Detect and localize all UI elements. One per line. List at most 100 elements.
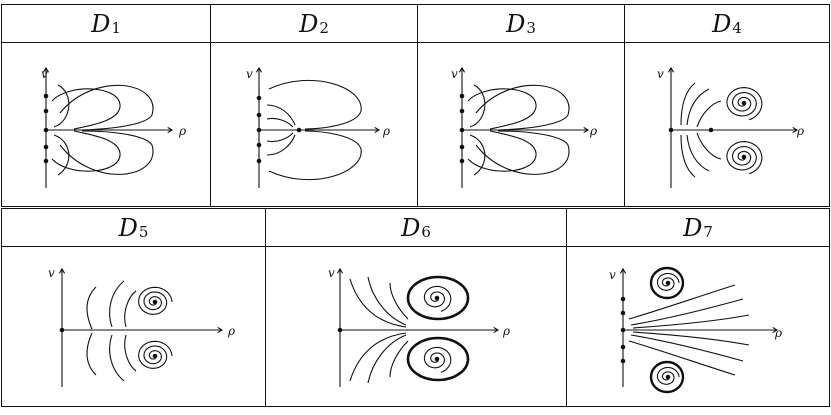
panel-d7-limit-cycle-lower: [649, 360, 685, 394]
panel-d4-v-label: v: [657, 67, 664, 81]
panel-d5-trajectory-6: [124, 334, 137, 372]
panel-d6-phase-portrait: v ρ: [328, 266, 510, 387]
panel-d7-trajectory-4: [628, 340, 736, 376]
panel-d6-trajectory-2: [367, 276, 407, 326]
panel-d1-trajectory-4: [53, 134, 70, 176]
panel-d7-rho-label: ρ: [774, 326, 782, 340]
panel-d6-subscript: 6: [421, 222, 431, 241]
panel-d6-trajectory-6: [389, 340, 409, 378]
panel-d5-trajectory-3: [124, 290, 137, 328]
panel-d3-trajectory-1: [469, 84, 486, 128]
panel-d4-trajectory-3: [696, 100, 722, 128]
panel-d2-letter: D: [299, 9, 319, 38]
panel-d6-trajectory-5: [367, 334, 407, 384]
panel-d7-phase-portrait: v ρ: [609, 266, 782, 394]
panel-d3-trajectory-3: [475, 84, 570, 131]
panel-d2-v-label: v: [246, 67, 253, 81]
panel-d3-trajectory-4: [469, 134, 486, 176]
panel-d2-trajectory-1: [266, 104, 296, 126]
panel-d6-trajectory-1: [349, 278, 407, 328]
panel-d4-trajectory-5: [686, 134, 710, 172]
panel-d6-limit-cycle-lower: [406, 336, 470, 382]
panel-d7-subscript: 7: [703, 222, 713, 241]
panel-d4-trajectory-2: [686, 88, 710, 126]
panel-d2-trajectory-6: [268, 130, 362, 181]
panel-d5-subscript: 5: [138, 222, 149, 241]
panel-d6-trajectory-4: [349, 332, 407, 382]
panel-d1-trajectory-2: [51, 88, 121, 130]
panel-d5-v-label: v: [48, 266, 55, 280]
panel-d6-rho-label: ρ: [502, 324, 510, 338]
panel-d6-trajectory-3: [389, 282, 409, 320]
panel-d1-trajectory-5: [51, 130, 121, 172]
panel-d4-spiral-upper-center: [741, 100, 747, 106]
panel-d2-rho-label: ρ: [382, 124, 390, 138]
panel-d5-phase-portrait: v ρ: [48, 266, 235, 387]
panel-d3-trajectory-2: [467, 88, 537, 130]
panel-d1-v-label: v: [41, 67, 48, 81]
panel-d6-letter: D: [401, 213, 421, 242]
panel-d6-spiral-lower: [423, 346, 452, 373]
panel-d1-rho-label: ρ: [178, 124, 186, 138]
panel-d1-trajectory-6: [59, 130, 154, 175]
panel-d2-trajectory-2: [266, 117, 294, 128]
panel-d5-trajectory-5: [109, 334, 125, 382]
panel-d3-letter: D: [506, 9, 526, 38]
panel-d7-trajectory-1: [628, 284, 736, 320]
panel-d7-spiral-upper: [656, 272, 680, 291]
panel-d3-trajectory-6: [475, 130, 570, 175]
panel-d7-trajectory-6: [632, 331, 750, 346]
panel-d7-limit-cycle-upper: [649, 266, 685, 300]
panel-d6-spiral-upper: [423, 285, 452, 312]
panel-d4-spiral-upper: [726, 87, 763, 121]
panel-d6-v-label: v: [328, 266, 335, 280]
panel-d3-trajectory-5: [467, 130, 537, 172]
panel-d2-trajectory-5: [266, 132, 294, 143]
panel-d5-spiral-upper: [138, 286, 173, 315]
panel-d3-subscript: 3: [526, 18, 536, 37]
panel-d3-v-label: v: [451, 67, 458, 81]
panel-d1-trajectory-1: [53, 84, 70, 128]
panel-d7-letter: D: [683, 213, 703, 242]
panel-d7-v-label: v: [609, 268, 616, 282]
panel-d4-letter: D: [712, 9, 732, 38]
panel-d3-phase-portrait: v ρ: [451, 66, 597, 188]
panel-d5-trajectory-1: [86, 286, 97, 330]
panel-d5-trajectory-4: [86, 332, 97, 376]
panel-d4-trajectory-6: [696, 132, 722, 160]
panel-d2-trajectory-3: [268, 79, 362, 130]
panel-d5-letter: D: [118, 213, 138, 242]
panel-d1-phase-portrait: v ρ: [41, 66, 186, 188]
panel-d6-limit-cycle-upper: [406, 275, 470, 321]
panel-d5-trajectory-2: [109, 280, 125, 328]
panel-d4-phase-portrait: v ρ: [657, 66, 804, 188]
panel-d4-spiral-lower-center: [741, 154, 747, 160]
panel-d7-trajectory-2: [630, 298, 744, 326]
panel-d2-phase-portrait: v ρ: [246, 66, 390, 188]
panel-d7-trajectory-3: [632, 314, 750, 329]
panel-d2-subscript: 2: [319, 18, 329, 37]
panel-d4-rho-label: ρ: [796, 124, 804, 138]
panel-d4-spiral-lower: [726, 141, 763, 175]
panel-d7-spiral-lower: [656, 366, 680, 385]
panel-d4-subscript: 4: [732, 18, 742, 37]
panel-d1-letter: D: [91, 9, 111, 38]
panel-d7-trajectory-5: [630, 334, 744, 362]
panel-d2-trajectory-4: [266, 134, 296, 156]
panel-d1-subscript: 1: [111, 18, 121, 37]
